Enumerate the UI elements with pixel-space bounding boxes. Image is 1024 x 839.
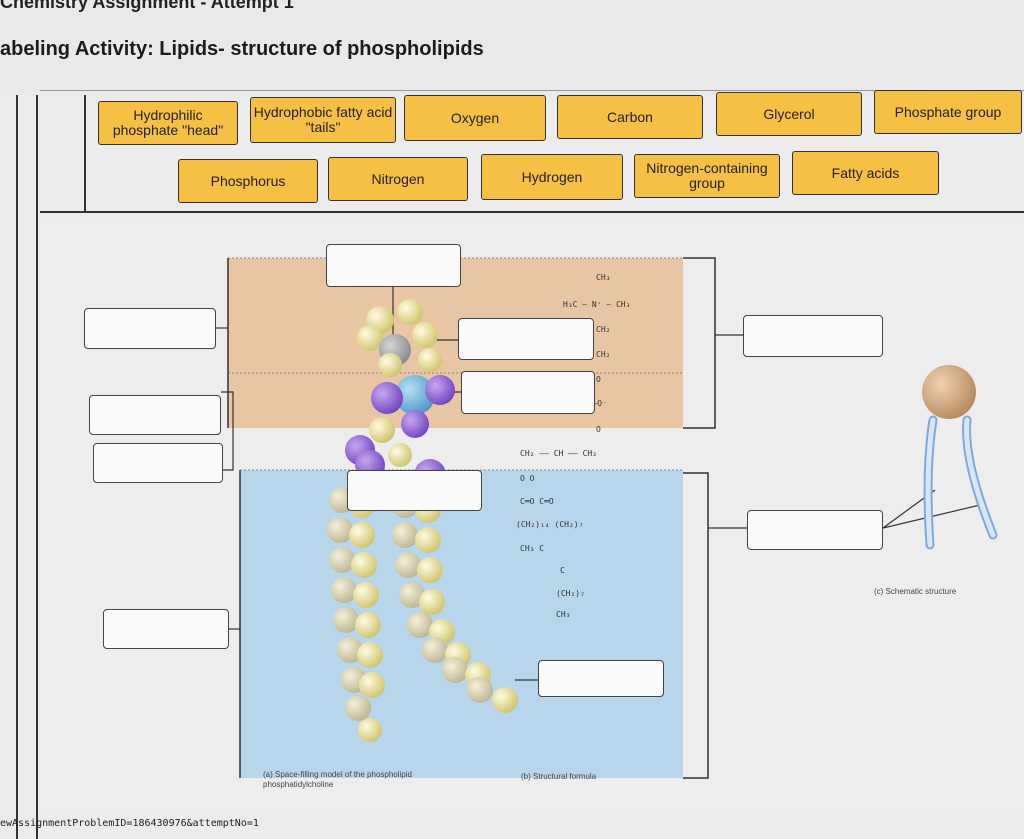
formula-ch3-end: CH₃ xyxy=(556,610,571,619)
term-hydrophobic-tails[interactable]: Hydrophobic fatty acid "tails" xyxy=(250,97,396,143)
frame-line xyxy=(84,95,86,211)
drop-target-7[interactable] xyxy=(93,443,223,483)
drop-target-4[interactable] xyxy=(743,315,883,357)
drop-target-9[interactable] xyxy=(747,510,883,550)
hydrophobic-region xyxy=(240,470,683,778)
term-nitrogen-containing-group[interactable]: Nitrogen-containing group xyxy=(634,154,780,198)
word-bank-divider xyxy=(40,211,1024,213)
formula-carbonyl-line: C═O C═O xyxy=(520,497,554,506)
term-oxygen[interactable]: Oxygen xyxy=(404,95,546,141)
page-header: Chemistry Assignment - Attempt 1 abeling… xyxy=(0,0,1024,95)
drop-target-10[interactable] xyxy=(103,609,229,649)
formula-nitrogen-line: H₃C — N⁺ — CH₃ xyxy=(563,300,631,309)
formula-glycerol-line: CH₂ —— CH —— CH₂ xyxy=(520,449,598,458)
term-phosphate-group[interactable]: Phosphate group xyxy=(874,90,1022,134)
drop-target-1[interactable] xyxy=(326,244,461,287)
space-filling-model xyxy=(327,299,518,742)
schematic-structure xyxy=(922,365,998,550)
term-nitrogen[interactable]: Nitrogen xyxy=(328,157,468,201)
caption-schematic: (c) Schematic structure xyxy=(874,587,957,596)
caption-structural-formula: (b) Structural formula xyxy=(521,772,597,781)
formula-chains-1: (CH₂)₁₄ (CH₂)₇ xyxy=(516,520,584,529)
formula-c-line: C xyxy=(560,566,565,575)
term-hydrophilic-head[interactable]: Hydrophilic phosphate "head" xyxy=(98,101,238,145)
frame-line xyxy=(16,95,18,839)
formula-chains-2: CH₃ C xyxy=(520,544,545,553)
term-carbon[interactable]: Carbon xyxy=(557,95,703,139)
formula-ch2-b: CH₂ xyxy=(596,350,611,359)
drop-target-3[interactable] xyxy=(458,318,594,360)
drop-target-2[interactable] xyxy=(84,308,216,349)
formula-oxygen-2: O xyxy=(596,425,601,434)
frame-line xyxy=(36,95,38,839)
formula-oxygen-3: O O xyxy=(520,474,535,483)
drop-target-11[interactable] xyxy=(538,660,664,697)
formula-ch3-top: CH₃ xyxy=(596,273,611,282)
divider xyxy=(40,90,1024,91)
caption-space-filling: (a) Space-filling model of the phospholi… xyxy=(263,770,412,789)
formula-oxygen-1: O xyxy=(596,375,601,384)
course-title: Chemistry Assignment - Attempt 1 xyxy=(0,0,294,12)
activity-title: abeling Activity: Lipids- structure of p… xyxy=(0,38,484,60)
drop-target-6[interactable] xyxy=(89,395,221,435)
drop-target-8[interactable] xyxy=(347,470,482,511)
formula-chains-3: (CH₂)₇ xyxy=(556,589,585,598)
formula-ch2-a: CH₂ xyxy=(596,325,611,334)
term-fatty-acids[interactable]: Fatty acids xyxy=(792,151,939,195)
status-url: ewAssignmentProblemID=186430976&attemptN… xyxy=(0,818,259,829)
term-glycerol[interactable]: Glycerol xyxy=(716,92,862,136)
term-hydrogen[interactable]: Hydrogen xyxy=(481,154,623,200)
term-phosphorus[interactable]: Phosphorus xyxy=(178,159,318,203)
drop-target-5[interactable] xyxy=(461,371,595,414)
